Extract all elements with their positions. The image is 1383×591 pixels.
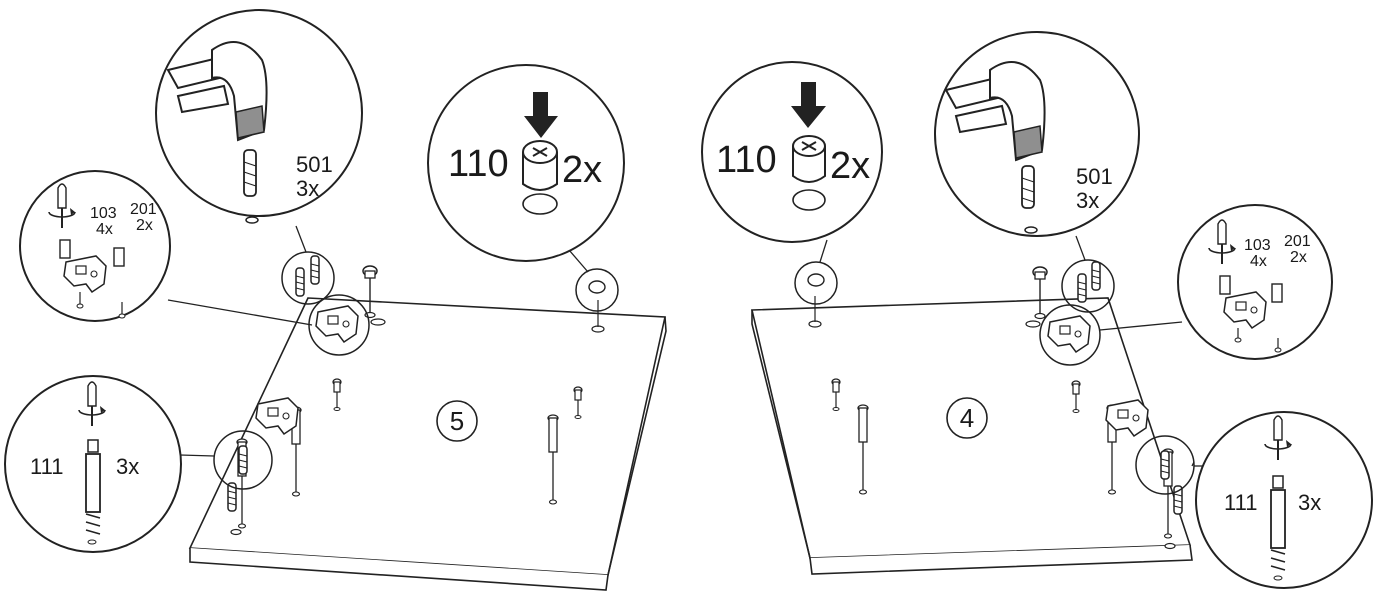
hammer-quantity: 3x bbox=[296, 176, 319, 201]
dowel-icon bbox=[243, 149, 259, 224]
bolt-part-number: 111 bbox=[1224, 490, 1257, 515]
arrow-down-icon bbox=[791, 82, 826, 128]
cam-quantity: 2x bbox=[562, 149, 602, 191]
hinge-screw-quantity: 4x bbox=[1250, 253, 1267, 270]
board-parts-right bbox=[808, 266, 1183, 550]
callout-cam-110-right: 110 2x bbox=[701, 61, 883, 243]
board-left bbox=[188, 297, 667, 591]
panel-step-4: 110 2x 501 3x bbox=[701, 31, 1373, 589]
bolt-quantity: 3x bbox=[116, 454, 139, 479]
cam-part-number: 110 bbox=[716, 139, 777, 181]
dowel-icon bbox=[1021, 165, 1038, 234]
hammer-part-number: 501 bbox=[1076, 164, 1113, 189]
callout-hinge-right: 103 4x 201 2x bbox=[1177, 204, 1333, 360]
bolt-icon bbox=[85, 439, 101, 545]
bolt-part-number: 111 bbox=[30, 454, 63, 479]
hinge-quantity: 2x bbox=[1290, 249, 1307, 266]
callout-hammer-501-right: 501 3x bbox=[934, 31, 1140, 237]
hammer-part-number: 501 bbox=[296, 152, 333, 177]
cam-part-number: 110 bbox=[448, 143, 509, 185]
hinge-part-number: 201 bbox=[130, 201, 157, 218]
hammer-icon bbox=[944, 61, 1046, 162]
hinge-icon bbox=[1219, 275, 1283, 353]
hammer-quantity: 3x bbox=[1076, 188, 1099, 213]
callout-hinge-left: 103 4x 201 2x bbox=[19, 170, 171, 322]
callout-hammer-501-left: 501 3x bbox=[155, 9, 363, 224]
hinge-quantity: 2x bbox=[136, 217, 153, 234]
hammer-icon bbox=[166, 41, 268, 142]
hinge-screw-part-number: 103 bbox=[90, 205, 117, 222]
cam-quantity: 2x bbox=[830, 145, 870, 187]
detail-rings-right bbox=[794, 259, 1195, 495]
hinge-part-number: 201 bbox=[1284, 233, 1311, 250]
step-number: 4 bbox=[960, 403, 974, 433]
step-number: 5 bbox=[450, 406, 464, 436]
bolt-quantity: 3x bbox=[1298, 490, 1321, 515]
bolt-icon bbox=[1270, 475, 1286, 581]
panel-step-5: 501 3x 110 2x bbox=[4, 9, 667, 591]
cam-lock-icon bbox=[522, 140, 558, 215]
hinge-icon bbox=[59, 239, 126, 319]
step-badge-right: 4 bbox=[946, 397, 988, 439]
callout-bolt-111-left: 111 3x bbox=[4, 375, 182, 553]
cam-lock-icon bbox=[792, 135, 826, 211]
detail-rings-left bbox=[213, 251, 619, 490]
hinge-screw-part-number: 103 bbox=[1244, 237, 1271, 254]
step-badge-left: 5 bbox=[436, 400, 478, 442]
arrow-down-icon bbox=[524, 92, 558, 138]
hinge-screw-quantity: 4x bbox=[96, 221, 113, 238]
board-parts-left bbox=[227, 265, 605, 536]
callout-bolt-111-right: 111 3x bbox=[1195, 411, 1373, 589]
callout-cam-110-left: 110 2x bbox=[427, 64, 625, 262]
